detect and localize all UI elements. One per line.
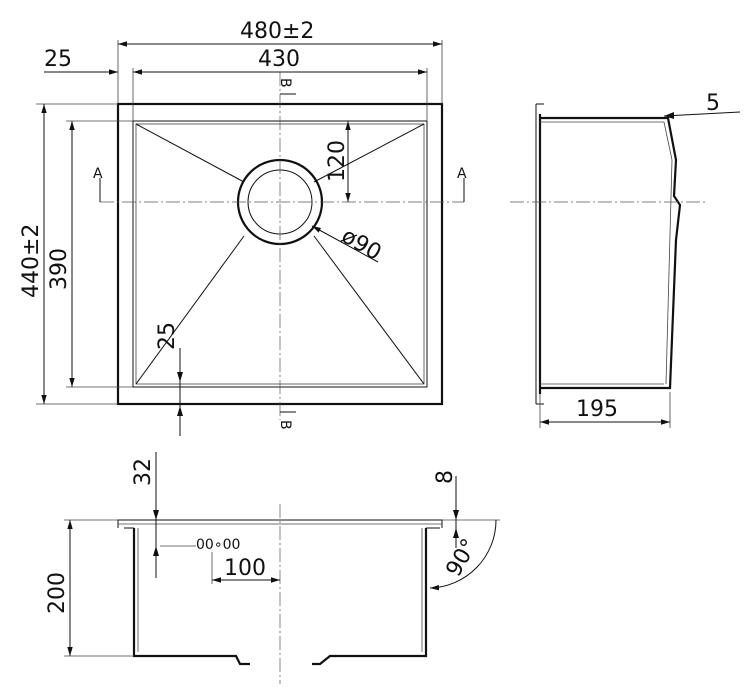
dim-height-overall: 440±2 xyxy=(19,224,44,298)
side-profile xyxy=(540,116,682,390)
dim-flange: 25 xyxy=(44,47,72,72)
section-b-bottom: B xyxy=(277,420,293,430)
dim-lip: 5 xyxy=(706,91,720,116)
dim-drain-offset: 120 xyxy=(325,140,350,182)
dim-angle: 90° xyxy=(442,535,483,581)
section-a-left: A xyxy=(93,166,103,182)
section-bowl-right xyxy=(312,528,428,666)
dim-rim-height: 32 xyxy=(131,458,156,486)
section-bowl-left xyxy=(132,528,250,666)
dim-corner-radius: 25 xyxy=(155,322,180,350)
dim-bowl-depth: 200 xyxy=(45,572,70,614)
dim-width-inner: 430 xyxy=(258,47,300,72)
top-view: A A B B 480±2 430 25 440±2 390 120 xyxy=(19,19,467,436)
section-b-top: B xyxy=(277,78,293,88)
dim-drain-diameter: ø90 xyxy=(337,224,385,266)
section-view: 00∘00 32 8 90° 100 200 xyxy=(45,452,500,684)
dim-width-overall: 480±2 xyxy=(240,19,314,44)
dim-rim-offset: 8 xyxy=(433,470,458,484)
dim-height-inner: 390 xyxy=(47,248,72,290)
dim-depth: 195 xyxy=(576,397,618,422)
dim-overflow-distance: 100 xyxy=(224,556,266,581)
overflow-holes: 00∘00 xyxy=(196,537,240,553)
section-a-right: A xyxy=(457,166,467,182)
side-view: 5 195 xyxy=(510,91,741,428)
